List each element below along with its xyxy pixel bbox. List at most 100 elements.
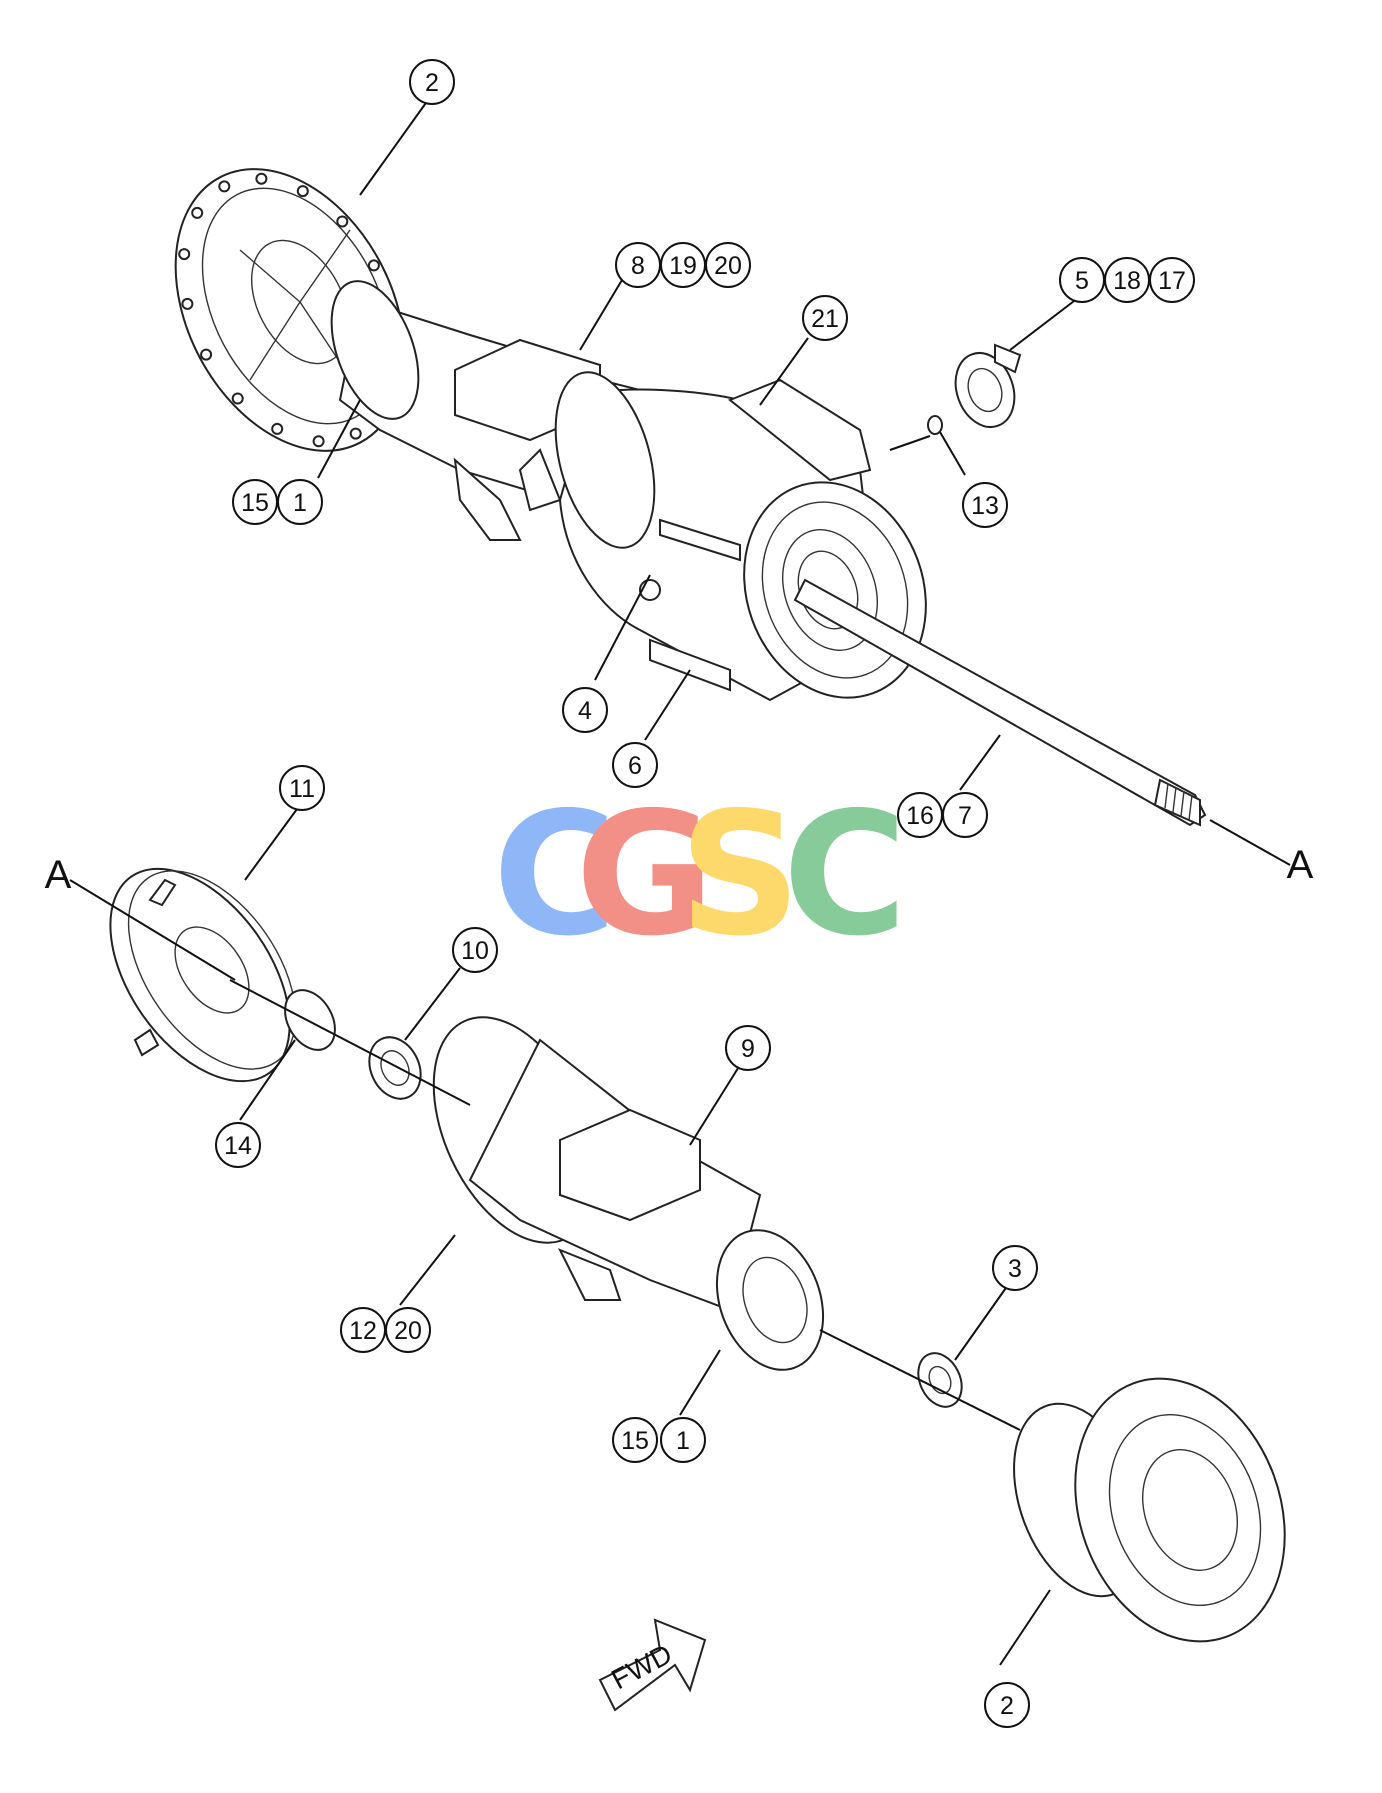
callout-number: 8: [631, 252, 645, 280]
differential-housing: [554, 371, 927, 702]
callout-number: 9: [741, 1035, 755, 1063]
callout-c-20-bot: 20: [385, 1307, 431, 1353]
callout-circle: [942, 792, 988, 838]
watermark-letter: S: [679, 776, 801, 974]
callout-number: 1: [676, 1427, 690, 1455]
callout-circle: [705, 242, 751, 288]
gear-10: [368, 1036, 422, 1100]
callout-number: 3: [1008, 1255, 1022, 1283]
ring-14: [284, 989, 336, 1051]
bolt: [200, 348, 213, 361]
callout-number: 15: [621, 1427, 649, 1455]
wheel-hub-bottom: [1013, 1377, 1286, 1643]
callout-c-2-top: 2: [409, 59, 455, 105]
callout-circle: [385, 1307, 431, 1353]
brake-assembly: [109, 867, 297, 1083]
callout-circle: [1149, 257, 1195, 303]
bolt: [178, 248, 191, 261]
callout-circle: [215, 1122, 261, 1168]
callout-number: 1: [293, 489, 307, 517]
callout-c-8: 8: [615, 242, 661, 288]
callout-number: 6: [628, 752, 642, 780]
center-line-upper: [1209, 819, 1291, 866]
callout-c-18: 18: [1104, 257, 1150, 303]
callout-number: 19: [669, 252, 697, 280]
bolt: [349, 427, 362, 440]
bolt: [367, 259, 380, 272]
bolt: [271, 422, 284, 435]
callout-c-15-bot: 15: [612, 1417, 658, 1463]
callout-c-2-bot: 2: [984, 1682, 1030, 1728]
bolt: [255, 172, 268, 185]
spline-gear-3: [917, 1352, 963, 1408]
bolt: [296, 185, 309, 198]
callout-number: 7: [958, 802, 972, 830]
callout-number: 20: [394, 1317, 422, 1345]
callout-c-13: 13: [962, 482, 1008, 528]
callout-number: 10: [461, 937, 489, 965]
callout-circle: [992, 1245, 1038, 1291]
callout-circle: [452, 927, 498, 973]
watermark-letter: C: [783, 776, 908, 974]
callout-number: 20: [714, 252, 742, 280]
callout-c-7: 7: [942, 792, 988, 838]
callout-c-9: 9: [725, 1025, 771, 1071]
callout-circle: [984, 1682, 1030, 1728]
callout-circle: [612, 1417, 658, 1463]
callout-c-20-top: 20: [705, 242, 751, 288]
callout-circle: [612, 742, 658, 788]
callout-c-17: 17: [1149, 257, 1195, 303]
callout-number: 5: [1075, 267, 1089, 295]
callout-c-1-bot: 1: [660, 1417, 706, 1463]
bolt: [231, 392, 244, 405]
callout-c-5: 5: [1059, 257, 1105, 303]
callout-number: 11: [289, 775, 315, 803]
callout-c-3: 3: [992, 1245, 1038, 1291]
callout-number: 2: [1000, 1692, 1014, 1720]
callout-circle: [660, 1417, 706, 1463]
callout-c-21: 21: [802, 295, 848, 341]
callout-c-6: 6: [612, 742, 658, 788]
axle-shaft: [793, 578, 1207, 827]
fwd-arrow: FWD: [598, 1618, 707, 1712]
callout-circle: [562, 687, 608, 733]
callout-number: 12: [349, 1317, 377, 1345]
watermark-letter: C: [493, 776, 618, 974]
section-mark-left: A: [45, 853, 72, 897]
callout-circle: [279, 765, 325, 811]
callout-c-12: 12: [340, 1307, 386, 1353]
callout-number: 14: [224, 1132, 252, 1160]
callout-c-4: 4: [562, 687, 608, 733]
section-mark-right: A: [1287, 843, 1314, 887]
callout-c-19: 19: [660, 242, 706, 288]
leader-lines: [239, 99, 1079, 1666]
callout-circle: [277, 479, 323, 525]
callout-circle: [409, 59, 455, 105]
bolt: [181, 297, 194, 310]
callout-number: 15: [241, 489, 269, 517]
callout-number: 16: [906, 802, 934, 830]
watermark-letter: G: [575, 776, 715, 974]
watermark-logo: C G S C: [493, 776, 908, 974]
o-ring-13: [927, 415, 943, 435]
callout-circle: [962, 482, 1008, 528]
callout-c-14: 14: [215, 1122, 261, 1168]
bolt: [336, 215, 349, 228]
callout-c-16: 16: [897, 792, 943, 838]
callout-c-15-top: 15: [232, 479, 278, 525]
bolt: [191, 206, 204, 219]
axle-housing-bottom: [432, 1016, 825, 1371]
callout-circle: [725, 1025, 771, 1071]
center-line-lower: [69, 879, 1021, 1431]
callout-circle: [802, 295, 848, 341]
callout-c-11: 11: [279, 765, 325, 811]
callout-number: 18: [1113, 267, 1141, 295]
bolt: [218, 180, 231, 193]
callout-number: 17: [1158, 267, 1186, 295]
input-yoke: [954, 343, 1022, 428]
callout-c-10: 10: [452, 927, 498, 973]
callout-number: 2: [425, 69, 439, 97]
bolt: [312, 435, 325, 448]
